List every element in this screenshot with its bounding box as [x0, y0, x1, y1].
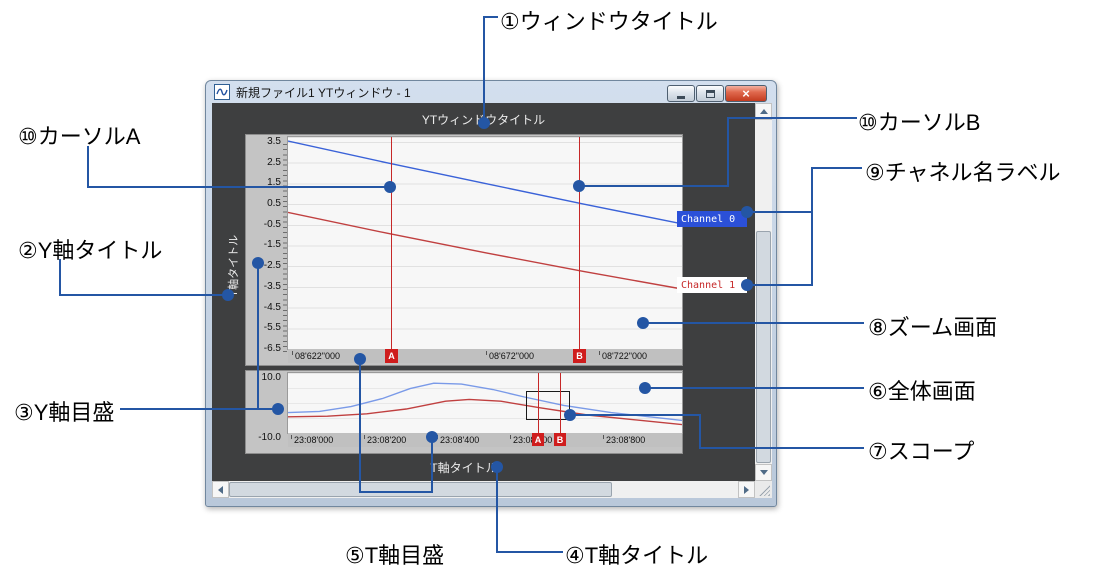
- minimize-icon: [677, 96, 685, 99]
- callout-label-scope: ⑦スコープ: [868, 439, 975, 464]
- y-tick-label: -6.5: [263, 342, 281, 354]
- y-tick-label: -1.5: [263, 239, 281, 251]
- vertical-scrollbar[interactable]: [755, 103, 772, 481]
- window-title: 新規ファイル1 YTウィンドウ - 1: [236, 85, 411, 100]
- callout-label-overview-screen: ⑥全体画面: [868, 379, 976, 404]
- cursor-a-line[interactable]: [391, 137, 392, 363]
- callout-label-y-axis-title: ②Y軸タイトル: [18, 238, 163, 263]
- t-tick-label: 23:08'000: [291, 435, 334, 445]
- t-tick-label: 08'622"000: [292, 351, 340, 361]
- overview-y-axis-scale: 10.0 -10.0: [246, 371, 288, 453]
- yt-panel: YTウィンドウタイトル Y軸タイトル T軸タイトル 3.5 2.5 1.5 0.5 -0…: [212, 103, 755, 481]
- horizontal-scrollbar-thumb[interactable]: [229, 482, 612, 497]
- overview-screen[interactable]: 10.0 -10.0 23:08'000 23:08'200 23:08'400 23:…: [245, 370, 683, 454]
- window-titlebar[interactable]: 新規ファイル1 YTウィンドウ - 1 ×: [206, 81, 776, 103]
- y-tick-label: -2.5: [263, 260, 281, 272]
- app-icon: [214, 84, 230, 100]
- callout-label-cursor-b: ⑩カーソルB: [858, 110, 981, 135]
- scroll-down-button[interactable]: [755, 464, 772, 481]
- cursor-b-marker[interactable]: B: [573, 349, 586, 363]
- callout-label-t-axis-title: ④T軸タイトル: [565, 543, 709, 568]
- scroll-up-button[interactable]: [755, 103, 772, 120]
- y-tick-label: -5.5: [263, 322, 281, 334]
- y-tick-label: 3.5: [267, 136, 281, 147]
- arrow-right-icon: [744, 485, 749, 494]
- t-axis-title-text: T軸タイトル: [430, 461, 498, 475]
- t-tick-label: 08'722"000: [599, 351, 647, 361]
- resize-grip[interactable]: [755, 481, 772, 498]
- arrow-down-icon: [759, 470, 768, 475]
- zoom-screen[interactable]: 3.5 2.5 1.5 0.5 -0.5 -1.5 -2.5 -3.5 -4.5 -5.5 -6.5…: [245, 134, 683, 366]
- series-Channel 0: [287, 382, 683, 422]
- y-tick-label: -4.5: [263, 301, 281, 313]
- arrow-left-icon: [218, 485, 223, 494]
- cursor-b-line[interactable]: [579, 137, 580, 363]
- vertical-scrollbar-thumb[interactable]: [756, 231, 771, 463]
- yt-window: 新規ファイル1 YTウィンドウ - 1 × YTウィンドウタイトル Y軸タイトル…: [205, 80, 777, 507]
- overview-cursor-b-line[interactable]: [560, 373, 561, 433]
- y-tick-label: 10.0: [261, 372, 281, 383]
- channel-0-label[interactable]: Channel 0: [677, 211, 747, 227]
- minimize-button[interactable]: [667, 85, 695, 102]
- maximize-icon: [705, 89, 715, 98]
- y-tick-label: 1.5: [267, 177, 281, 189]
- callout-label-t-axis-scale: ⑤T軸目盛: [345, 543, 445, 568]
- overview-cursor-a-marker[interactable]: A: [532, 433, 544, 446]
- t-axis-scale: 08'622"000 08'672"000 08'722"000: [288, 349, 682, 363]
- close-button[interactable]: ×: [725, 85, 767, 102]
- scroll-right-button[interactable]: [738, 481, 755, 498]
- zoom-series-svg: [287, 140, 683, 290]
- callout-label-cursor-a: ⑩カーソルA: [18, 124, 141, 149]
- t-tick-label: 08'672"000: [486, 351, 534, 361]
- overview-t-axis-scale: 23:08'00023:08'20023:08'40023:08'60023:0…: [288, 433, 682, 447]
- t-tick-label: 23:08'400: [437, 435, 480, 445]
- callout-label-channel-name: ⑨チャネル名ラベル: [865, 160, 1061, 185]
- horizontal-scrollbar[interactable]: [212, 481, 755, 498]
- overview-cursor-a-line[interactable]: [538, 373, 539, 433]
- t-tick-label: 23:08'200: [364, 435, 407, 445]
- series-Channel 1: [287, 398, 683, 426]
- overview-series-svg: [287, 382, 683, 426]
- callout-label-window-title: ①ウィンドウタイトル: [500, 9, 718, 34]
- y-tick-label: 0.5: [267, 198, 281, 210]
- scroll-left-button[interactable]: [212, 481, 229, 498]
- y-tick-label: -0.5: [263, 218, 281, 230]
- yt-window-title-text: YTウィンドウタイトル: [421, 113, 546, 127]
- scope-rectangle[interactable]: [526, 391, 570, 420]
- t-tick-label: 23:08'800: [603, 435, 646, 445]
- close-icon: ×: [742, 86, 750, 101]
- series-Channel 0: [287, 140, 683, 225]
- series-Channel 1: [287, 211, 683, 290]
- cursor-a-marker[interactable]: A: [385, 349, 398, 363]
- y-tick-label: 2.5: [267, 156, 281, 168]
- y-axis-scale: 3.5 2.5 1.5 0.5 -0.5 -1.5 -2.5 -3.5 -4.5 -5.5 -6.5: [246, 135, 288, 365]
- overview-cursor-b-marker[interactable]: B: [554, 433, 566, 446]
- y-axis-title-text: Y軸タイトル: [228, 234, 240, 298]
- overview-plot-area[interactable]: [287, 372, 683, 434]
- y-tick-label: -3.5: [263, 280, 281, 292]
- zoom-plot-area[interactable]: [287, 136, 683, 350]
- arrow-up-icon: [759, 109, 768, 114]
- window-controls: ×: [666, 85, 767, 102]
- maximize-button[interactable]: [696, 85, 724, 102]
- channel-1-label[interactable]: Channel 1: [677, 277, 747, 293]
- callout-label-y-axis-scale: ③Y軸目盛: [14, 400, 115, 425]
- y-tick-label: -10.0: [258, 432, 281, 443]
- callout-label-zoom-screen: ⑧ズーム画面: [868, 315, 998, 340]
